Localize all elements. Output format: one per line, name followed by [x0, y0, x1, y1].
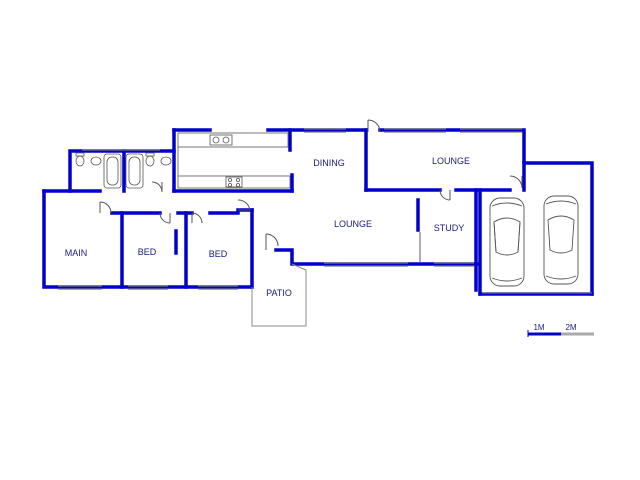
scale-bar: 1M 2M: [527, 323, 594, 337]
door-lounge-side: [509, 175, 523, 189]
basin-1: [90, 156, 102, 166]
wall-garage-north: [522, 161, 594, 296]
fixtures: [75, 132, 291, 189]
basin-2: [160, 156, 172, 166]
toilet-2: [145, 155, 155, 167]
label-main: MAIN: [65, 248, 88, 258]
door-main: [99, 201, 112, 214]
scale-label-1m: 1M: [533, 323, 544, 332]
kitchen-counter-top: [177, 132, 289, 148]
stove: [225, 176, 243, 188]
label-dining: DINING: [313, 158, 345, 168]
bathtub-2: [125, 153, 144, 189]
bathtub-1: [103, 153, 122, 189]
toilet-1: [75, 155, 85, 167]
walls: [42, 128, 594, 296]
label-patio: PATIO: [266, 288, 292, 298]
label-bed-2: BED: [209, 249, 228, 259]
door-bed-1: [159, 212, 171, 224]
room-labels: MAIN BED BED DINING LOUNGE LOUNGE STUDY …: [65, 156, 470, 298]
patio-outline: [251, 263, 307, 327]
car-right: [543, 195, 579, 285]
door-bath: [151, 181, 163, 193]
door-patio: [265, 233, 279, 250]
wall-west-wing: [42, 189, 252, 289]
kitchen-sink: [209, 134, 233, 146]
wall-lounge-top-north: [378, 128, 526, 192]
door-bed-2: [191, 212, 203, 224]
kitchen-counter-bottom: [177, 175, 291, 189]
label-lounge-top: LOUNGE: [432, 156, 470, 166]
door-hall: [237, 199, 251, 211]
car-left: [489, 197, 525, 287]
door-lounge-top: [367, 119, 381, 133]
label-bed-1: BED: [138, 247, 157, 257]
windows: [58, 128, 522, 290]
label-study: STUDY: [434, 223, 465, 233]
scale-label-2m: 2M: [565, 323, 576, 332]
wall-bath-block: [68, 149, 176, 193]
door-study: [439, 189, 451, 201]
label-lounge-mid: LOUNGE: [334, 219, 372, 229]
doors: [99, 119, 523, 250]
wall-lounge-mid-south: [274, 248, 480, 266]
